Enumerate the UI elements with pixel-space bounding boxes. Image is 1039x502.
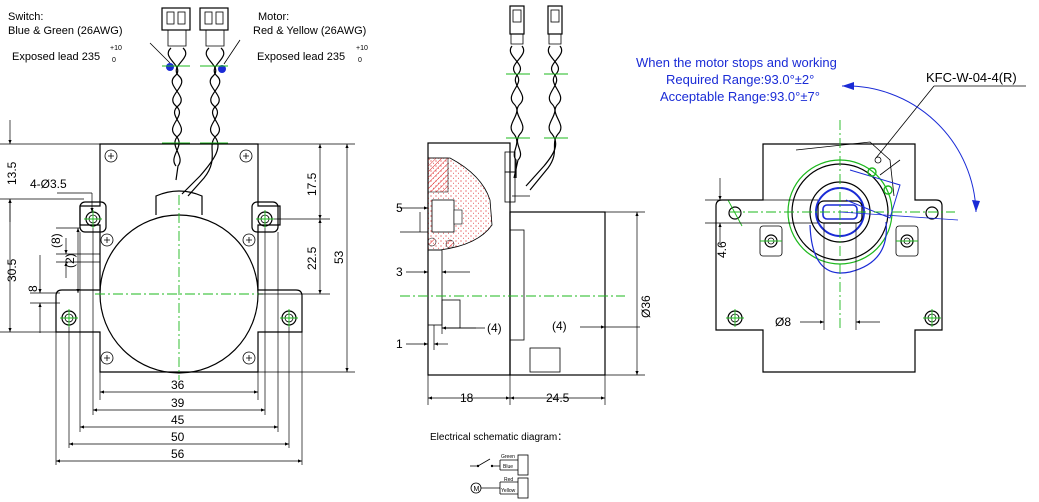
schematic-label-red: Red xyxy=(504,477,513,483)
back-plate xyxy=(715,143,943,373)
dim-4b: (4) xyxy=(552,319,567,333)
side-view: 5 3 1 (4) (4) Ø36 18 24.5 Electrical sch… xyxy=(396,5,653,499)
front-dims-bottom xyxy=(55,228,303,465)
dim-18: 18 xyxy=(460,391,474,405)
tol-lower-left: 0 xyxy=(112,57,116,64)
dim-1: 1 xyxy=(396,337,403,351)
hole-callout: 4-Ø3.5 xyxy=(30,177,67,191)
front-dims-left xyxy=(0,120,100,333)
tol-upper-right: +10 xyxy=(356,45,368,52)
twisted-wires xyxy=(149,39,241,197)
dim-4a: (4) xyxy=(487,321,502,335)
dim-4-6: 4.6 xyxy=(715,241,729,258)
note-line1: When the motor stops and working xyxy=(636,55,837,70)
front-dims-right xyxy=(258,143,355,373)
dim-13-5: 13.5 xyxy=(5,161,19,185)
dim-5: 5 xyxy=(396,201,403,215)
tol-upper-left: +10 xyxy=(110,45,122,52)
note-line2: Required Range:93.0°±2° xyxy=(666,72,814,87)
electrical-schematic: Electrical schematic diagram： M Green Bl… xyxy=(430,432,567,499)
motor-wires: Red & Yellow (26AWG) xyxy=(253,25,366,37)
exposed-lead-left: Exposed lead 235 xyxy=(12,51,100,63)
dim-39: 39 xyxy=(171,396,185,410)
back-view: When the motor stops and working Require… xyxy=(636,55,1026,373)
dim-2-paren: (2) xyxy=(63,253,77,268)
schematic-label-green: Green xyxy=(501,454,515,460)
dim-dia-36: Ø36 xyxy=(639,295,653,318)
dim-3: 3 xyxy=(396,265,403,279)
switch-wires: Blue & Green (26AWG) xyxy=(8,25,123,37)
dim-8: 8 xyxy=(26,285,40,292)
dim-22-5: 22.5 xyxy=(305,246,319,270)
schematic-label-blue: Blue xyxy=(503,464,513,470)
dim-36: 36 xyxy=(171,378,185,392)
dim-50: 50 xyxy=(171,430,185,444)
connectors xyxy=(161,7,229,47)
svg-text:M: M xyxy=(474,486,480,493)
screws xyxy=(100,149,256,365)
front-centerlines xyxy=(60,195,298,380)
dim-53: 53 xyxy=(332,250,346,264)
dim-dia-8: Ø8 xyxy=(775,315,791,329)
dim-8-paren: (8) xyxy=(49,233,63,248)
note-line3: Acceptable Range:93.0°±7° xyxy=(660,89,820,104)
dim-17-5: 17.5 xyxy=(305,172,319,196)
dim-30-5: 30.5 xyxy=(5,258,19,282)
dim-56: 56 xyxy=(171,447,185,461)
switch-label: Switch: xyxy=(8,11,43,23)
dim-24-5: 24.5 xyxy=(546,391,570,405)
schematic-title: Electrical schematic diagram： xyxy=(430,432,567,443)
front-view: Switch: Blue & Green (26AWG) Motor: Red … xyxy=(0,7,368,465)
dim-45: 45 xyxy=(171,413,185,427)
schematic-label-yellow: Yellow xyxy=(501,488,516,494)
exposed-lead-right: Exposed lead 235 xyxy=(257,51,345,63)
part-number: KFC-W-04-4(R) xyxy=(926,70,1017,85)
tol-lower-right: 0 xyxy=(358,57,362,64)
motor-label: Motor: xyxy=(258,11,289,23)
